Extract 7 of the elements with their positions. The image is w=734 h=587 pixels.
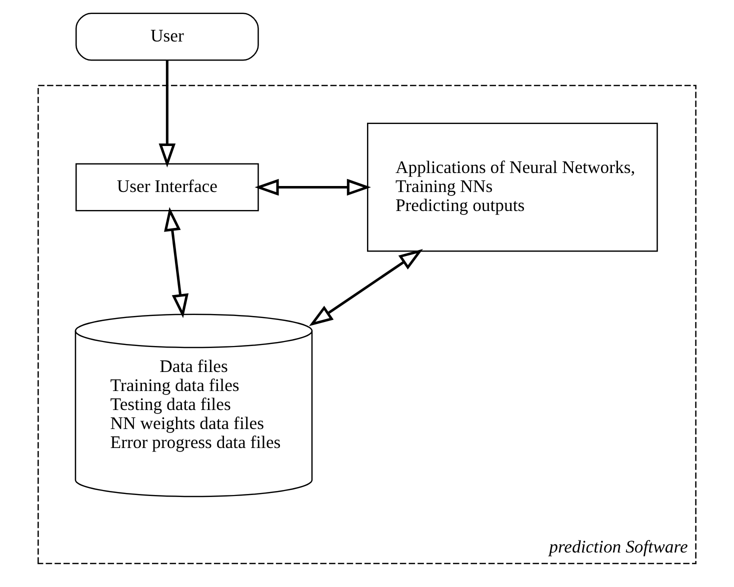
arrow bbox=[309, 249, 423, 326]
node-box: Applications of Neural Networks, Training NNs Predicting outputs bbox=[367, 122, 658, 252]
arrow bbox=[254, 178, 371, 196]
node-box: User bbox=[75, 12, 259, 61]
node-box: User Interface bbox=[75, 163, 259, 212]
arrow bbox=[164, 206, 189, 318]
arrow bbox=[158, 60, 176, 168]
